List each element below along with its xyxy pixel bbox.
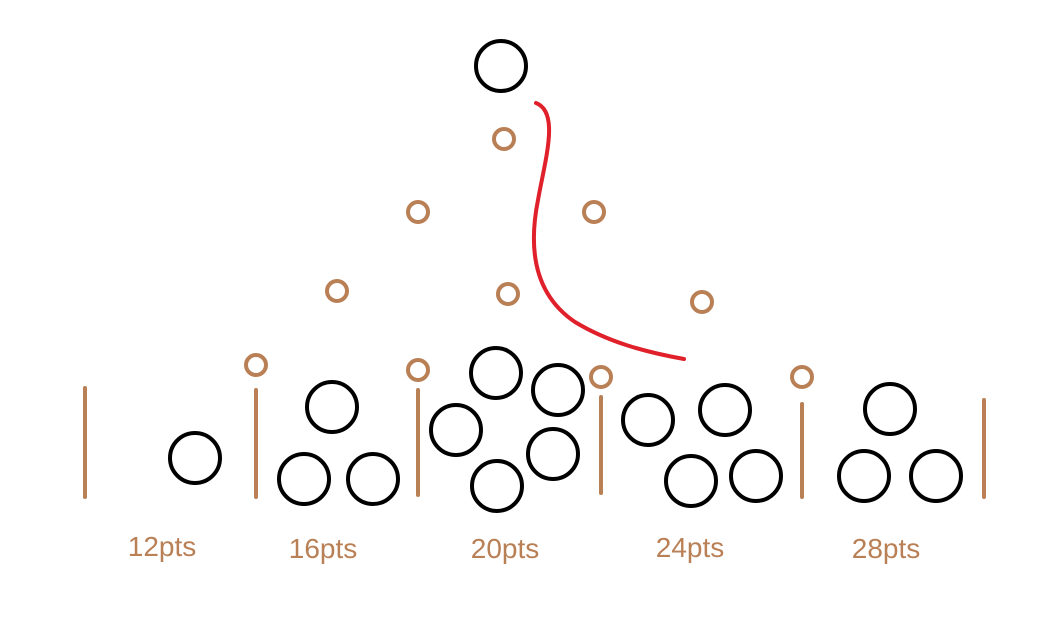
ball [429,403,483,457]
ball [729,449,783,503]
bin-label-24pts: 24pts [656,532,725,563]
ball [909,449,963,503]
ball [531,363,585,417]
ball [526,427,580,481]
bin-labels: 12pts 16pts 20pts 24pts 28pts [128,531,921,564]
bin-label-20pts: 20pts [471,533,540,564]
ball [698,383,752,437]
bin-label-28pts: 28pts [852,533,921,564]
peg [406,200,430,224]
peg [582,200,606,224]
dropped-ball [474,39,528,93]
bin-20pts-balls [429,346,585,513]
ball [863,382,917,436]
ball [168,431,222,485]
ball [470,459,524,513]
bin-label-12pts: 12pts [128,531,197,562]
peg [589,365,613,389]
bin-12pts-balls [168,431,222,485]
peg [244,353,268,377]
bin-28pts-balls [837,382,963,503]
ball [469,346,523,400]
peg [406,358,430,382]
ball-path [531,101,686,361]
bin-label-16pts: 16pts [289,533,358,564]
bin-dividers [83,386,986,499]
bin-24pts-balls [621,383,783,508]
bin-16pts-balls [277,380,400,506]
ball [837,449,891,503]
ball [664,454,718,508]
peg [690,290,714,314]
ball [621,393,675,447]
peg [325,279,349,303]
ball [346,452,400,506]
peg [492,127,516,151]
peg [790,365,814,389]
ball [305,380,359,434]
ball [277,452,331,506]
peg-grid [244,127,814,389]
peg [496,282,520,306]
